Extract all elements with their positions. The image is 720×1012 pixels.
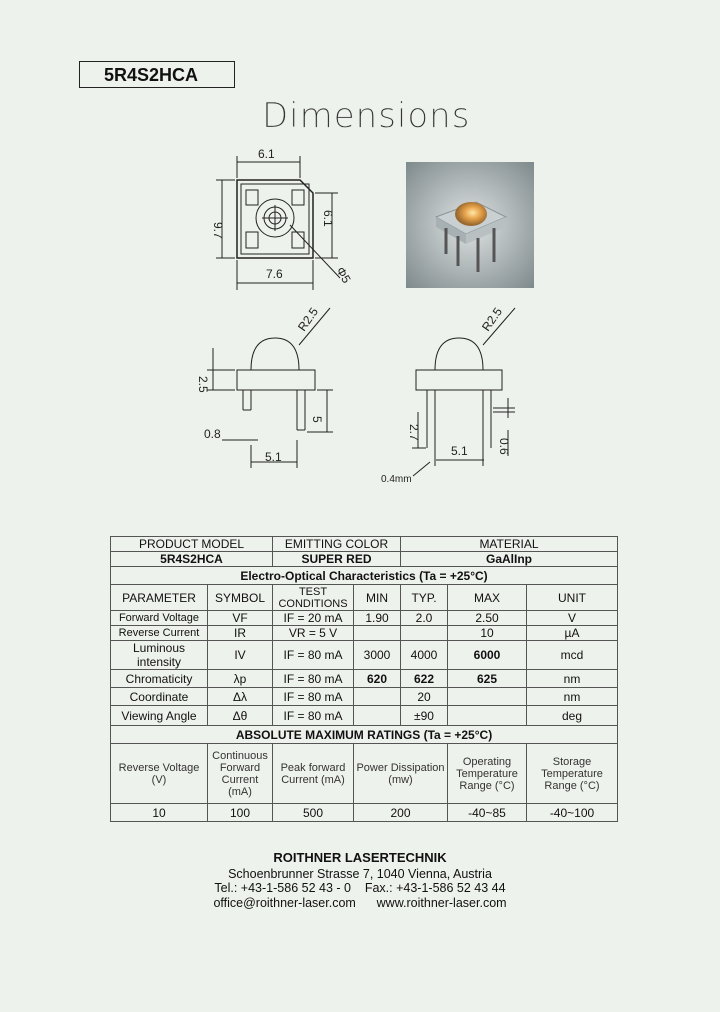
col-min: MIN [353,584,401,611]
cell-typ: 4000 [400,640,448,670]
spec-table: PRODUCT MODEL EMITTING COLOR MATERIAL 5R… [110,536,618,822]
label-height-25: 2.5 [196,376,210,393]
cell-cond: IF = 80 mA [272,669,354,688]
abs-val-forward-current: 100 [207,803,273,822]
label-bottom-width: 7.6 [266,267,283,281]
table-row: Luminous intensity IV IF = 80 mA 3000 40… [110,640,618,670]
label-left-height: 9.7 [211,222,225,239]
model-title: 5R4S2HCA [79,61,235,88]
cell-max: 2.50 [447,610,527,626]
cell-typ: ±90 [400,705,448,726]
abs-col-operating-temp: Operating Temperature Range (°C) [447,743,527,804]
table-row: Reverse Current IR VR = 5 V 10 µA [110,625,618,641]
col-max: MAX [447,584,527,611]
table-row: Forward Voltage VF IF = 20 mA 1.90 2.0 2… [110,610,618,626]
cell-max: 6000 [447,640,527,670]
col-unit: UNIT [526,584,618,611]
abs-col-peak-current: Peak forward Current (mA) [272,743,354,804]
label-right-height: 6.1 [321,210,335,227]
cell-symbol: Δλ [207,687,273,706]
cell-symbol: IV [207,640,273,670]
dimension-drawing: 6.1 9.7 6.1 7.6 Φ5 R2.5 R2.5 2.5 5 0.8 5… [196,147,516,485]
label-pitch-right: 5.1 [451,444,468,458]
abs-section-title: ABSOLUTE MAXIMUM RATINGS (Ta = +25°C) [110,725,618,744]
cell-min [353,687,401,706]
head-emitting-color: EMITTING COLOR [272,536,401,552]
cell-symbol: IR [207,625,273,641]
company-address: Schoenbrunner Strasse 7, 1040 Vienna, Au… [228,867,492,881]
cell-min: 620 [353,669,401,688]
cell-cond: IF = 80 mA [272,687,354,706]
cell-typ [400,625,448,641]
cell-max [447,705,527,726]
cell-param: Forward Voltage [110,610,208,626]
cell-min [353,625,401,641]
eo-section-title: Electro-Optical Characteristics (Ta = +2… [110,566,618,585]
label-height-5: 5 [310,416,324,423]
abs-val-peak-current: 500 [272,803,354,822]
cell-param: Luminous intensity [110,640,208,670]
company-phone: Tel.: +43-1-586 52 43 - 0 Fax.: +43-1-58… [214,881,506,895]
cell-min [353,705,401,726]
product-photo [406,162,534,288]
dimensions-heading: Dimensions [262,96,471,136]
cell-param: Reverse Current [110,625,208,641]
value-emitting-color: SUPER RED [272,551,401,567]
col-symbol: SYMBOL [207,584,273,611]
cell-unit: deg [526,705,618,726]
label-pitch-left: 5.1 [265,450,282,464]
cell-typ: 2.0 [400,610,448,626]
value-product-model: 5R4S2HCA [110,551,273,567]
label-diameter: Φ5 [333,265,353,286]
cell-max: 625 [447,669,527,688]
cell-cond: IF = 20 mA [272,610,354,626]
abs-val-operating-temp: -40~85 [447,803,527,822]
abs-col-forward-current: Continuous Forward Current (mA) [207,743,273,804]
label-dim-27: 2.7 [407,424,421,441]
value-material: GaAlInp [400,551,618,567]
cell-symbol: VF [207,610,273,626]
head-material: MATERIAL [400,536,618,552]
company-name: ROITHNER LASERTECHNIK [273,850,447,865]
cell-unit: µA [526,625,618,641]
cell-symbol: Δθ [207,705,273,726]
label-radius-right: R2.5 [479,305,505,334]
cell-unit: V [526,610,618,626]
cell-typ: 20 [400,687,448,706]
abs-col-storage-temp: Storage Temperature Range (°C) [526,743,618,804]
cell-cond: IF = 80 mA [272,705,354,726]
label-dim-06: 0.6 [497,438,511,455]
label-top-width: 6.1 [258,147,275,161]
cell-unit: nm [526,669,618,688]
abs-col-reverse-voltage: Reverse Voltage (V) [110,743,208,804]
cell-param: Coordinate [110,687,208,706]
abs-val-reverse-voltage: 10 [110,803,208,822]
cell-cond: VR = 5 V [272,625,354,641]
cell-unit: nm [526,687,618,706]
label-radius-left: R2.5 [295,305,321,334]
table-row: Chromaticity λp IF = 80 mA 620 622 625 n… [110,669,618,688]
cell-min: 1.90 [353,610,401,626]
abs-val-storage-temp: -40~100 [526,803,618,822]
table-row: Viewing Angle Δθ IF = 80 mA ±90 deg [110,705,618,726]
table-row: Coordinate Δλ IF = 80 mA 20 nm [110,687,618,706]
cell-max: 10 [447,625,527,641]
label-lead-width: 0.4mm [381,474,412,485]
cell-symbol: λp [207,669,273,688]
head-product-model: PRODUCT MODEL [110,536,273,552]
cell-param: Viewing Angle [110,705,208,726]
col-test-conditions: TEST CONDITIONS [272,584,354,611]
cell-param: Chromaticity [110,669,208,688]
cell-max [447,687,527,706]
cell-unit: mcd [526,640,618,670]
cell-min: 3000 [353,640,401,670]
col-typ: TYP. [400,584,448,611]
abs-val-power: 200 [353,803,448,822]
cell-typ: 622 [400,669,448,688]
cell-cond: IF = 80 mA [272,640,354,670]
col-parameter: PARAMETER [110,584,208,611]
company-web: office@roithner-laser.com www.roithner-l… [213,896,507,910]
abs-col-power: Power Dissipation (mw) [353,743,448,804]
label-dim-08: 0.8 [204,427,221,441]
